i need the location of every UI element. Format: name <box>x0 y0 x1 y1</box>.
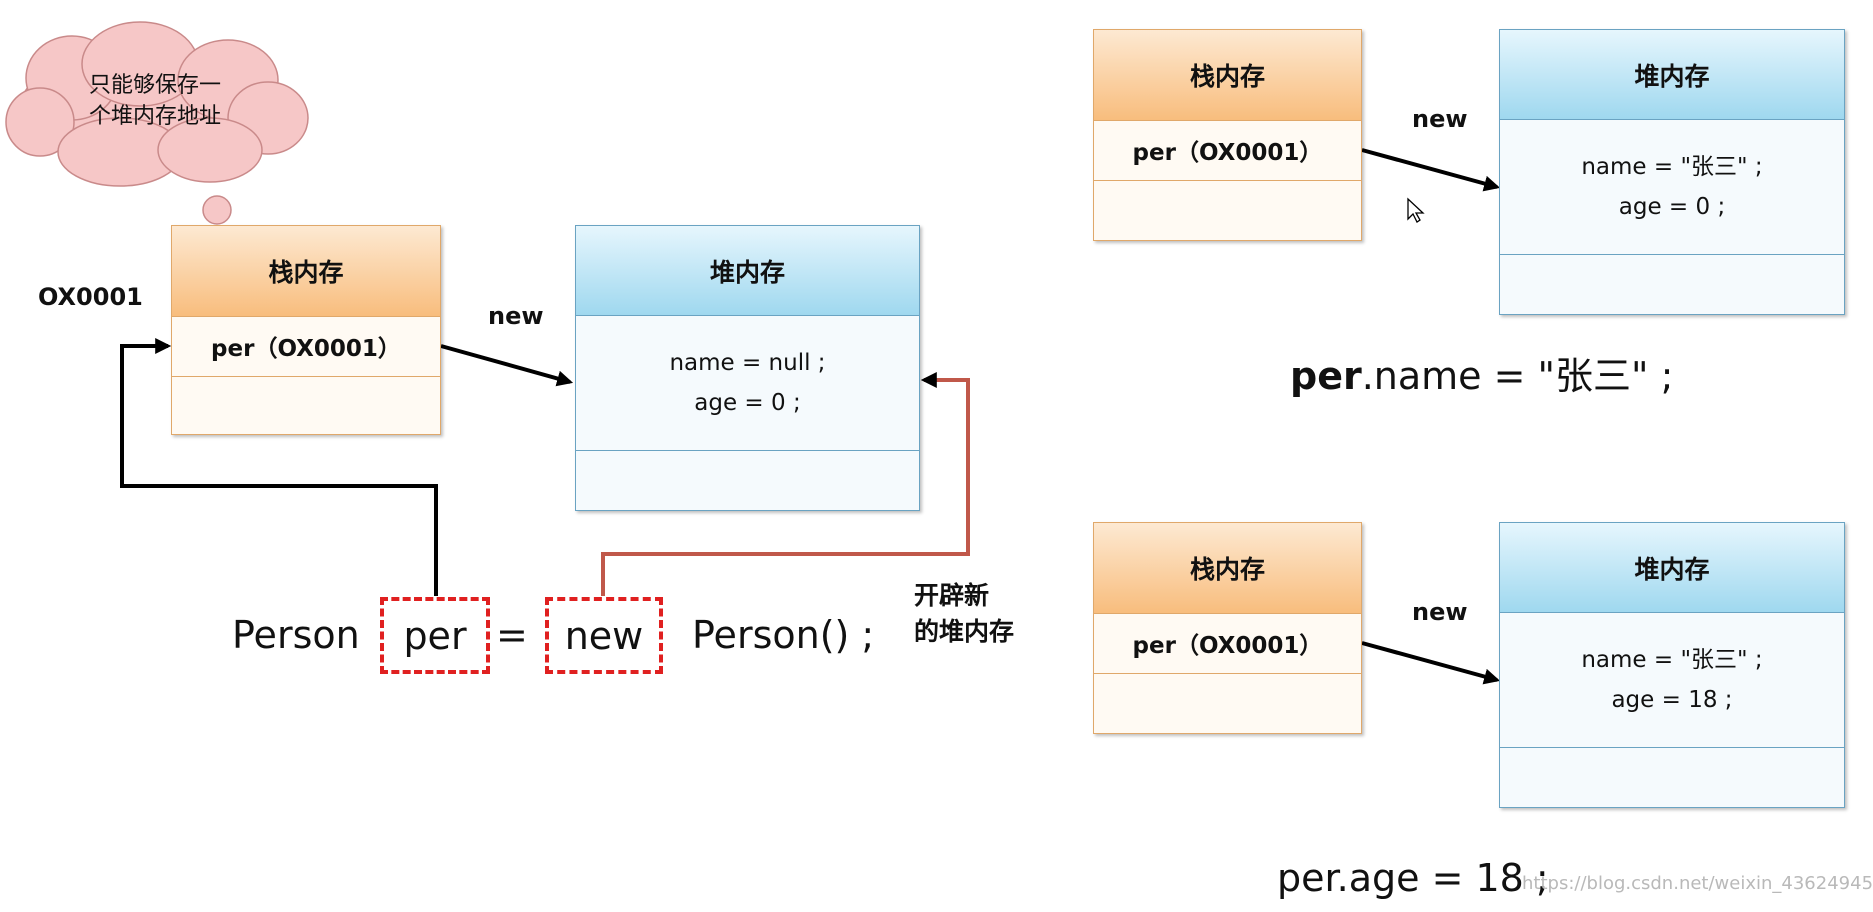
heap-memory-header: 堆内存 <box>576 226 919 316</box>
stack-memory-header-name: 栈内存 <box>1094 30 1361 121</box>
thought-bubble-cloud <box>5 21 309 187</box>
heap-divider-name <box>1500 254 1844 255</box>
per-address-arrow <box>120 338 438 596</box>
new-arrow-top-right <box>1361 148 1501 192</box>
new-label-left: new <box>488 302 544 330</box>
stack-entry-age: per（OX0001） <box>1132 633 1323 659</box>
heap-age-field: age = 0 ; <box>694 390 801 416</box>
new-keyword-highlight: new <box>545 597 663 674</box>
new-heap-arrow <box>601 372 970 596</box>
heap-name-field-name: name = "张三" ; <box>1581 154 1763 180</box>
watermark: https://blog.csdn.net/weixin_43624945 <box>1522 873 1873 894</box>
new-heap-annotation-line-2: 的堆内存 <box>914 617 1015 646</box>
statement-var-name: per <box>403 613 467 658</box>
thought-bubble-line-1: 只能够保存一 <box>88 73 221 98</box>
stack-memory-header: 栈内存 <box>172 226 440 317</box>
stack-divider-age <box>1094 673 1361 674</box>
stack-memory-box: 栈内存 per（OX0001） <box>171 225 441 435</box>
heap-divider-age <box>1500 747 1844 748</box>
stack-divider <box>172 376 440 377</box>
new-label-bottom-right: new <box>1412 598 1468 626</box>
per-variable-highlight: per <box>380 597 490 674</box>
assign-name-statement: per.name = "张三" ; <box>1290 345 1673 400</box>
mouse-cursor-icon <box>1407 197 1425 223</box>
assign-age-statement: per.age = 18 ; <box>1277 856 1549 900</box>
stack-entry-name: per（OX0001） <box>1132 140 1323 166</box>
new-arrow-left <box>440 344 574 387</box>
new-heap-annotation-line-1: 开辟新 <box>914 581 990 610</box>
heap-memory-box-name: 堆内存 name = "张三" ; age = 0 ; <box>1499 29 1845 315</box>
heap-divider <box>576 450 919 451</box>
heap-memory-header-age: 堆内存 <box>1500 523 1844 613</box>
statement-class-name: Person <box>232 613 360 657</box>
stack-entry: per（OX0001） <box>211 336 401 362</box>
heap-memory-box-age: 堆内存 name = "张三" ; age = 18 ; <box>1499 522 1845 808</box>
statement-equals: = <box>496 613 528 657</box>
address-label: OX0001 <box>38 283 143 311</box>
heap-age-field-age: age = 18 ; <box>1611 687 1733 713</box>
heap-fields-age: name = "张三" ; age = 18 ; <box>1500 613 1844 747</box>
new-label-top-right: new <box>1412 105 1468 133</box>
heap-name-field: name = null ; <box>669 350 826 376</box>
stack-memory-box-name: 栈内存 per（OX0001） <box>1093 29 1362 241</box>
assign-name-object: per <box>1290 354 1362 398</box>
thought-bubble-line-2: 个堆内存地址 <box>88 104 221 129</box>
stack-memory-box-age: 栈内存 per（OX0001） <box>1093 522 1362 734</box>
heap-memory-header-name: 堆内存 <box>1500 30 1844 120</box>
heap-fields-name: name = "张三" ; age = 0 ; <box>1500 120 1844 254</box>
heap-memory-box: 堆内存 name = null ; age = 0 ; <box>575 225 920 511</box>
heap-fields: name = null ; age = 0 ; <box>576 316 919 450</box>
statement-new-keyword: new <box>564 613 644 658</box>
heap-age-field-name: age = 0 ; <box>1618 194 1726 220</box>
new-arrow-bottom-right <box>1361 641 1501 685</box>
statement-constructor-call: Person() ; <box>692 613 875 657</box>
stack-memory-header-age: 栈内存 <box>1094 523 1361 614</box>
heap-name-field-age: name = "张三" ; <box>1581 647 1763 673</box>
thought-bubble-text: 只能够保存一 个堆内存地址 <box>60 70 250 132</box>
stack-divider-name <box>1094 180 1361 181</box>
new-heap-annotation: 开辟新 的堆内存 <box>914 578 1014 650</box>
assign-name-rest: .name = "张三" ; <box>1361 354 1674 398</box>
